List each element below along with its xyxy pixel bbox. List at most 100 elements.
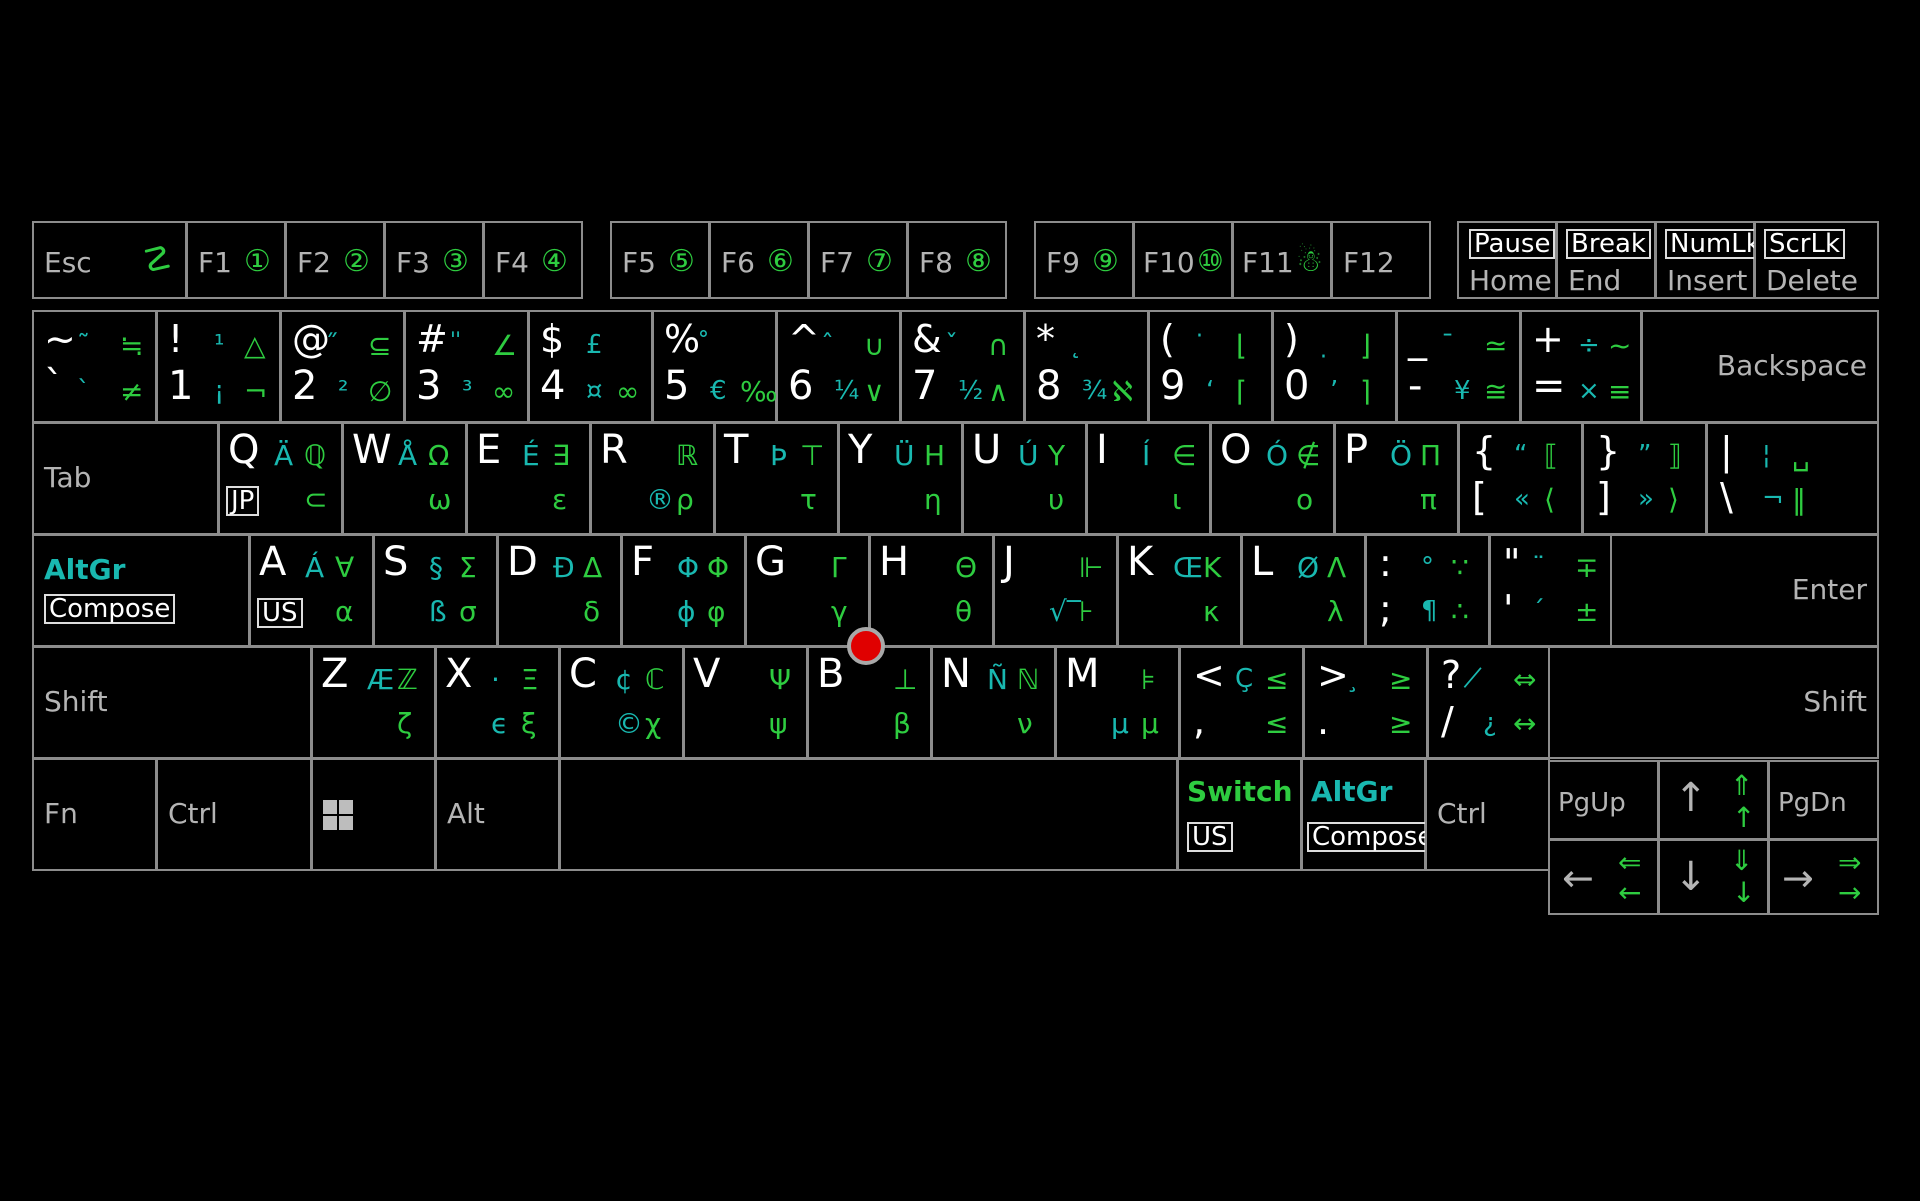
key-altgr-upper: ␣ xyxy=(1792,439,1810,472)
key-altgr-left[interactable]: AltGr Compose xyxy=(32,534,250,647)
key-altgr-shift-label: ¹ xyxy=(214,330,225,360)
key-symbol-1[interactable]: >.̧≥≥ xyxy=(1303,646,1428,759)
key-number-5[interactable]: %5̊€‰ xyxy=(652,310,778,423)
key-f6[interactable]: F6 ⑥ xyxy=(709,221,809,299)
key-f9[interactable]: F9 ⑨ xyxy=(1034,221,1134,299)
key-number-10[interactable]: )0̣⌋’⌉ xyxy=(1272,310,1397,423)
key-f11[interactable]: F11 ☃ xyxy=(1232,221,1332,299)
key-letter-b[interactable]: B⊥β xyxy=(807,646,932,759)
key-symbol-1[interactable]: "'̈∓́± xyxy=(1489,534,1614,647)
key-letter-j[interactable]: J⊩√‾⊦ xyxy=(993,534,1118,647)
key-shift-left[interactable]: Shift xyxy=(32,646,312,759)
key-pause-home[interactable]: Pause Home xyxy=(1457,221,1557,299)
arrow-right-icon: → xyxy=(1782,856,1814,900)
key-number-2[interactable]: @2̋⊆²∅ xyxy=(280,310,405,423)
trackpoint[interactable] xyxy=(847,627,885,665)
key-altgr-alt-label: ∧ xyxy=(988,375,1009,408)
key-f10[interactable]: F10 ⑩ xyxy=(1133,221,1233,299)
key-backspace[interactable]: Backspace xyxy=(1641,310,1879,423)
key-pgup[interactable]: PgUp xyxy=(1548,760,1659,840)
key-symbol-0[interactable]: <,Ç≤≤ xyxy=(1179,646,1304,759)
key-f12[interactable]: F12 xyxy=(1331,221,1431,299)
key-esc[interactable]: Esc ☡ xyxy=(32,221,187,299)
key-arrow-up[interactable]: ↑ ⇑ ↑ xyxy=(1658,760,1769,840)
key-altgr-right[interactable]: AltGr Compose xyxy=(1301,758,1439,871)
key-symbol-2[interactable]: |\¦␣¬‖ xyxy=(1706,422,1879,535)
key-numlk-insert[interactable]: NumLk Insert xyxy=(1655,221,1766,299)
key-symbol-0[interactable]: :;°∵¶∴ xyxy=(1365,534,1490,647)
key-alt[interactable]: Alt xyxy=(435,758,560,871)
key-f2[interactable]: F2 ② xyxy=(285,221,385,299)
key-number-12[interactable]: +=÷~×≡ xyxy=(1520,310,1642,423)
key-letter-c[interactable]: C¢ℂ©χ xyxy=(559,646,684,759)
key-altgr-greek-upper: Π xyxy=(1420,439,1442,472)
key-letter-label: O xyxy=(1220,427,1252,473)
key-ctrl-right[interactable]: Ctrl xyxy=(1425,758,1550,871)
key-altgr-greek-lower: ψ xyxy=(769,707,788,740)
key-arrow-left[interactable]: ← ⇐ ← xyxy=(1548,839,1659,915)
key-f7[interactable]: F7 ⑦ xyxy=(808,221,908,299)
key-f4[interactable]: F4 ④ xyxy=(483,221,583,299)
key-label: F9 xyxy=(1046,246,1080,279)
key-symbol-0[interactable]: {[“⟦«⟨ xyxy=(1458,422,1583,535)
key-altgr-upper: ∵ xyxy=(1451,551,1469,584)
key-ctrl-left[interactable]: Ctrl xyxy=(156,758,312,871)
key-f5[interactable]: F5 ⑤ xyxy=(610,221,710,299)
key-tab[interactable]: Tab xyxy=(32,422,219,535)
key-label: F6 xyxy=(721,246,755,279)
key-fn[interactable]: Fn xyxy=(32,758,157,871)
key-f1[interactable]: F1 ① xyxy=(186,221,286,299)
key-label-altgr: AltGr xyxy=(1311,775,1393,808)
key-f3[interactable]: F3 ③ xyxy=(384,221,484,299)
key-number-9[interactable]: (9̇⌊‘⌈ xyxy=(1148,310,1273,423)
key-number-0[interactable]: ~`̃≒̀≠ xyxy=(32,310,157,423)
key-enter[interactable]: Enter xyxy=(1610,534,1879,647)
key-altgr-greek-upper: Δ xyxy=(583,551,603,584)
key-switch[interactable]: Switch US xyxy=(1177,758,1302,871)
key-pgdn[interactable]: PgDn xyxy=(1768,760,1879,840)
key-break-end[interactable]: Break End xyxy=(1556,221,1656,299)
key-space[interactable] xyxy=(559,758,1178,871)
key-symbol-2[interactable]: ?/̸⇔¿↔ xyxy=(1427,646,1552,759)
key-shift-right[interactable]: Shift xyxy=(1548,646,1879,759)
key-windows[interactable] xyxy=(311,758,436,871)
key-number-3[interactable]: #3̎∠³∞ xyxy=(404,310,529,423)
key-number-6[interactable]: ^6̂∪¼∨ xyxy=(776,310,901,423)
key-arrow-right[interactable]: → ⇒ → xyxy=(1768,839,1879,915)
key-f8[interactable]: F8 ⑧ xyxy=(907,221,1007,299)
key-number-8[interactable]: *8̨¾ℵ xyxy=(1024,310,1149,423)
key-label: F10 xyxy=(1143,246,1195,279)
key-base-label: 0 xyxy=(1284,363,1310,409)
key-number-11[interactable]: _-̄≃¥≅ xyxy=(1396,310,1521,423)
key-altgr-shift-label: · xyxy=(491,663,500,696)
key-scrlk-delete[interactable]: ScrLk Delete xyxy=(1754,221,1879,299)
key-arrow-down[interactable]: ↓ ⇓ ↓ xyxy=(1658,839,1769,915)
key-number-7[interactable]: &7̌∩½∧ xyxy=(900,310,1025,423)
key-number-4[interactable]: $4£¤∞ xyxy=(528,310,653,423)
key-symbol-1[interactable]: }]”⟧»⟩ xyxy=(1582,422,1707,535)
